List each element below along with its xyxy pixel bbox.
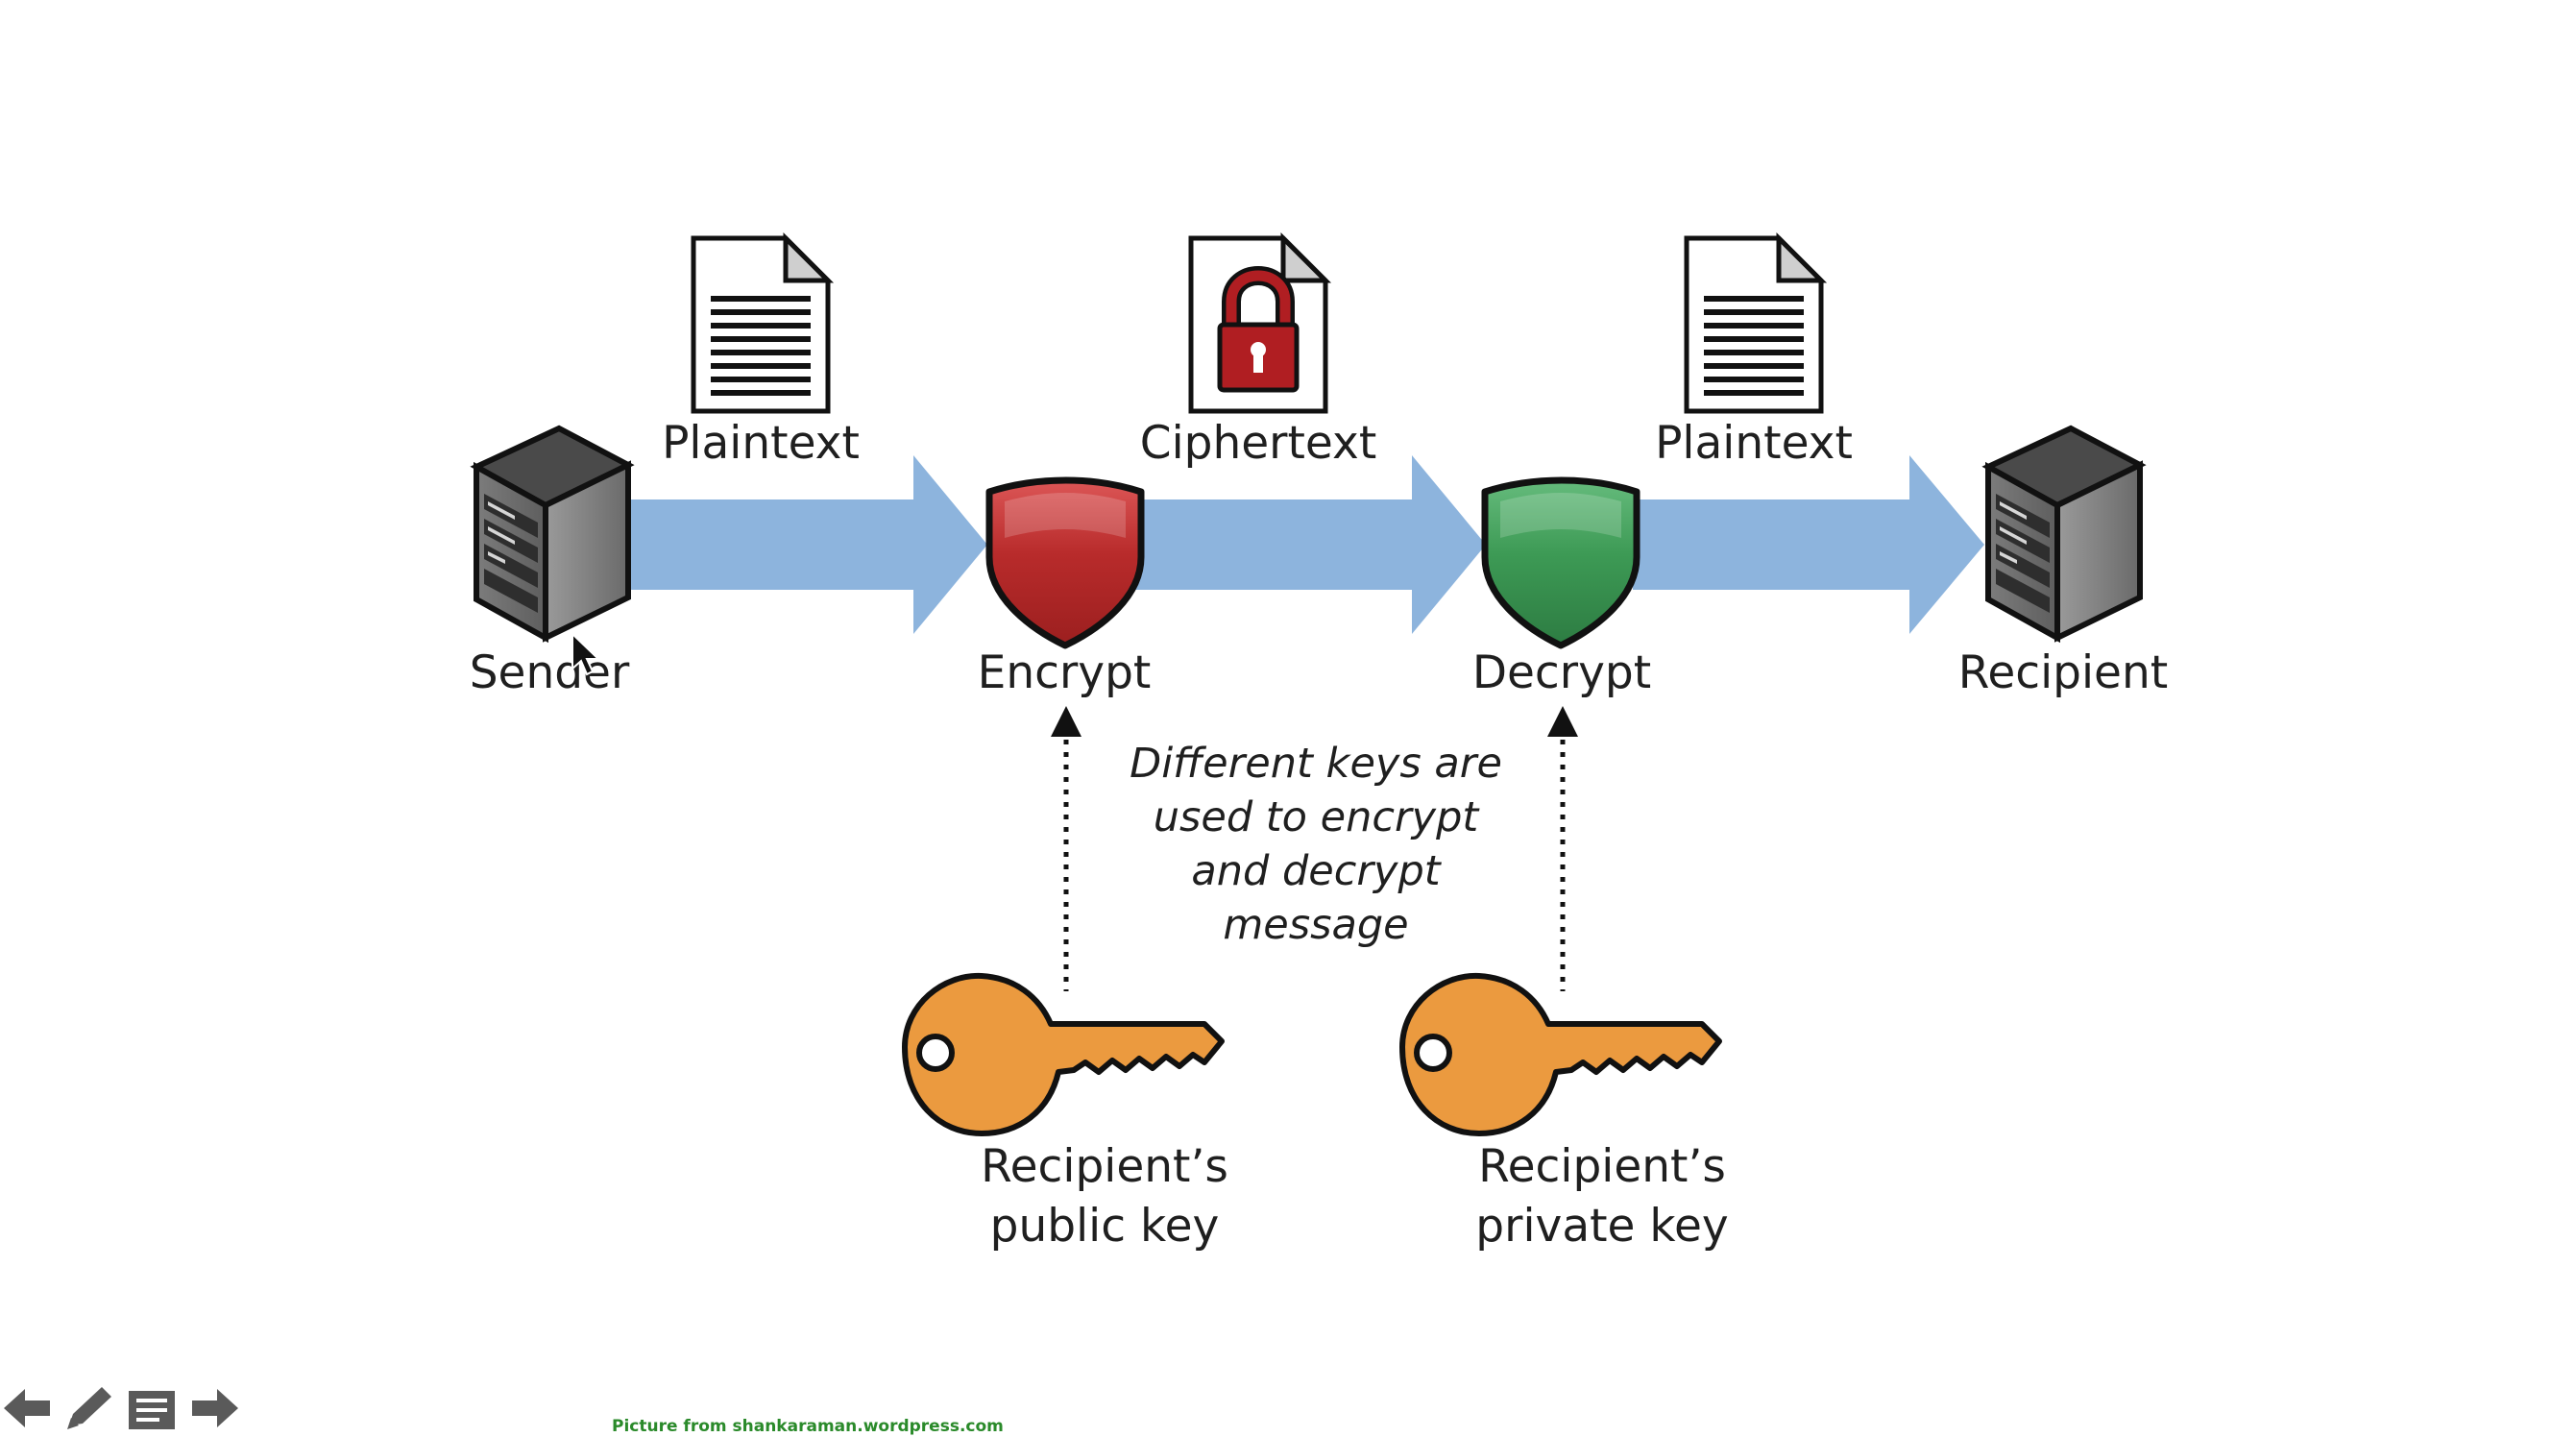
menu-icon <box>129 1391 175 1429</box>
note-line-3: and decrypt <box>1191 847 1442 895</box>
slide-menu-button[interactable] <box>125 1383 179 1433</box>
next-slide-button[interactable] <box>188 1383 242 1433</box>
plaintext-document-icon <box>693 238 828 411</box>
flow-arrow-2 <box>1133 455 1486 634</box>
public-key-icon <box>905 976 1222 1133</box>
pencil-icon <box>67 1387 111 1429</box>
public-key-connector <box>1051 706 1081 991</box>
flow-arrow-1 <box>629 455 987 634</box>
encrypt-shield-icon <box>985 476 1145 649</box>
note-line-2: used to encrypt <box>1154 793 1481 841</box>
public-key-label-line-2: public key <box>990 1200 1220 1253</box>
private-key-label-line-1: Recipient’s <box>1478 1140 1726 1193</box>
plaintext-output-document-icon <box>1687 238 1821 411</box>
private-key-connector <box>1547 706 1578 991</box>
plaintext-output-label: Plaintext <box>1655 417 1853 470</box>
mouse-cursor-icon <box>571 631 601 676</box>
sender-label: Sender <box>470 646 630 699</box>
sender-server-icon <box>476 428 628 638</box>
encrypt-label: Encrypt <box>978 646 1152 699</box>
flow-arrows <box>629 455 1984 634</box>
public-key-label-line-1: Recipient’s <box>981 1140 1228 1193</box>
asymmetric-keys-note: Different keys are used to encrypt and d… <box>1130 740 1502 949</box>
flow-arrow-3 <box>1633 455 1984 634</box>
recipient-server-icon <box>1988 428 2140 638</box>
ciphertext-document-icon <box>1191 238 1325 411</box>
note-line-4: message <box>1223 901 1408 949</box>
recipient-label: Recipient <box>1958 646 2168 699</box>
private-key-label-line-2: private key <box>1475 1200 1728 1253</box>
previous-slide-button[interactable] <box>0 1383 54 1433</box>
plaintext-label: Plaintext <box>662 417 860 470</box>
private-key-icon <box>1402 976 1719 1133</box>
ciphertext-label: Ciphertext <box>1140 417 1377 470</box>
arrow-right-icon <box>192 1389 238 1427</box>
picture-credit: Picture from shankaraman.wordpress.com <box>612 1417 1004 1435</box>
decrypt-label: Decrypt <box>1472 646 1651 699</box>
decrypt-shield-icon <box>1481 476 1640 649</box>
lock-icon <box>1217 266 1300 393</box>
arrow-left-icon <box>4 1389 50 1427</box>
note-line-1: Different keys are <box>1130 740 1502 788</box>
pen-tool-button[interactable] <box>61 1383 115 1433</box>
